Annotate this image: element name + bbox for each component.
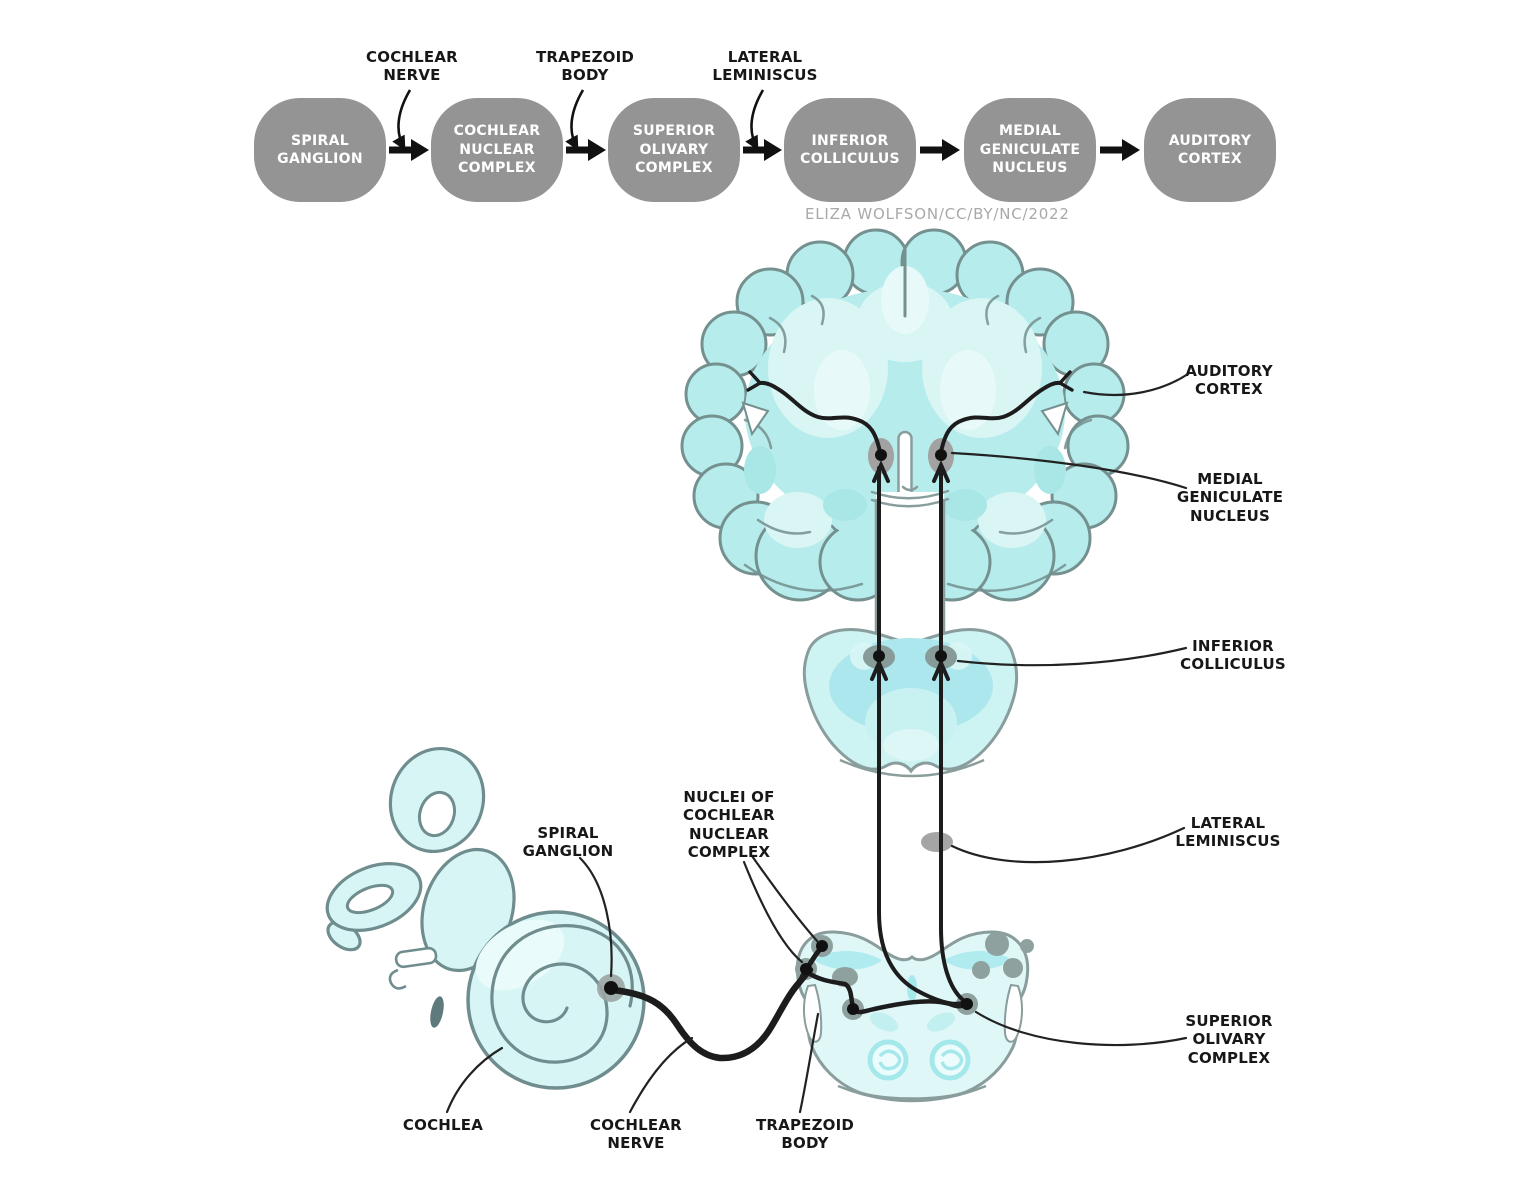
cochlea-spiral — [490, 924, 634, 1064]
label-trapezoid-body: TRAPEZOID BODY — [755, 1116, 855, 1153]
upward-arrowhead-icons — [870, 460, 950, 681]
connector-arrow-icon — [565, 89, 585, 151]
flow-arrow-icon — [743, 139, 782, 161]
label-auditory-cortex: AUDITORY CORTEX — [1185, 362, 1273, 399]
flow-arrow-icon — [389, 139, 429, 161]
connector-label-trapezoid-body: TRAPEZOID BODY — [535, 48, 635, 85]
flow-stage-label: AUDITORY CORTEX — [1168, 132, 1252, 167]
label-superior-olivary-complex: SUPERIOR OLIVARY COMPLEX — [1185, 1012, 1273, 1067]
label-nuclei-of-cochlear-nuclear-complex: NUCLEI OF COCHLEAR NUCLEAR COMPLEX — [683, 788, 775, 861]
flow-stage-label: INFERIOR COLLICULUS — [800, 132, 900, 167]
connector-arrows — [392, 89, 765, 151]
auditory-pathway-lines — [609, 370, 1074, 1062]
connector-label-cochlear-nerve: COCHLEAR NERVE — [366, 48, 458, 85]
ascending-pathway-right — [939, 466, 965, 1002]
label-cochlear-nerve: COCHLEAR NERVE — [590, 1116, 682, 1153]
trapezoid-body-line — [804, 969, 969, 1015]
flow-stage-medial-geniculate-nucleus: MEDIAL GENICULATE NUCLEUS — [964, 98, 1096, 202]
flow-arrow-icon — [566, 139, 606, 161]
midbrain-section — [802, 628, 1019, 778]
brain-coronal-section — [680, 228, 1130, 602]
label-lateral-leminiscus: LATERAL LEMINISCUS — [1175, 814, 1281, 851]
flow-stage-label: SPIRAL GANGLION — [277, 132, 363, 167]
flow-stage-label: COCHLEAR NUCLEAR COMPLEX — [453, 123, 541, 177]
cochlear-nerve-line — [609, 966, 814, 1062]
flow-stage-cochlear-nuclear-complex: COCHLEAR NUCLEAR COMPLEX — [431, 98, 563, 202]
flow-arrow-icon — [1100, 139, 1140, 161]
label-inferior-colliculus: INFERIOR COLLICULUS — [1180, 637, 1286, 674]
label-medial-geniculate-nucleus: MEDIAL GENICULATE NUCLEUS — [1176, 470, 1284, 525]
pons-section — [795, 930, 1034, 1103]
label-cochlea: COCHLEA — [402, 1116, 484, 1134]
flow-stage-superior-olivary-complex: SUPERIOR OLIVARY COMPLEX — [608, 98, 740, 202]
flow-stage-auditory-cortex: AUDITORY CORTEX — [1144, 98, 1276, 202]
connector-arrow-icon — [392, 89, 412, 151]
flow-stage-label: MEDIAL GENICULATE NUCLEUS — [979, 123, 1081, 177]
flow-arrow-icon — [920, 139, 960, 161]
connector-label-lateral-leminiscus: LATERAL LEMINISCUS — [712, 48, 818, 85]
flow-stage-label: SUPERIOR OLIVARY COMPLEX — [632, 123, 716, 177]
label-spiral-ganglion: SPIRAL GANGLION — [522, 824, 614, 861]
synapse-dots — [604, 449, 973, 1015]
lateral-leminiscus-marker — [921, 832, 953, 852]
inner-ear-illustration — [325, 746, 646, 1090]
flow-stage-inferior-colliculus: INFERIOR COLLICULUS — [784, 98, 916, 202]
thalamocortical-fiber-right — [939, 380, 1062, 454]
flow-stage-spiral-ganglion: SPIRAL GANGLION — [254, 98, 386, 202]
thalamocortical-fiber-left — [758, 380, 882, 454]
brainstem-column — [870, 485, 950, 644]
credit-line: ELIZA WOLFSON/CC/BY/NC/2022 — [805, 205, 1070, 223]
connector-arrow-icon — [745, 89, 765, 151]
label-leader-lines — [445, 372, 1190, 1114]
